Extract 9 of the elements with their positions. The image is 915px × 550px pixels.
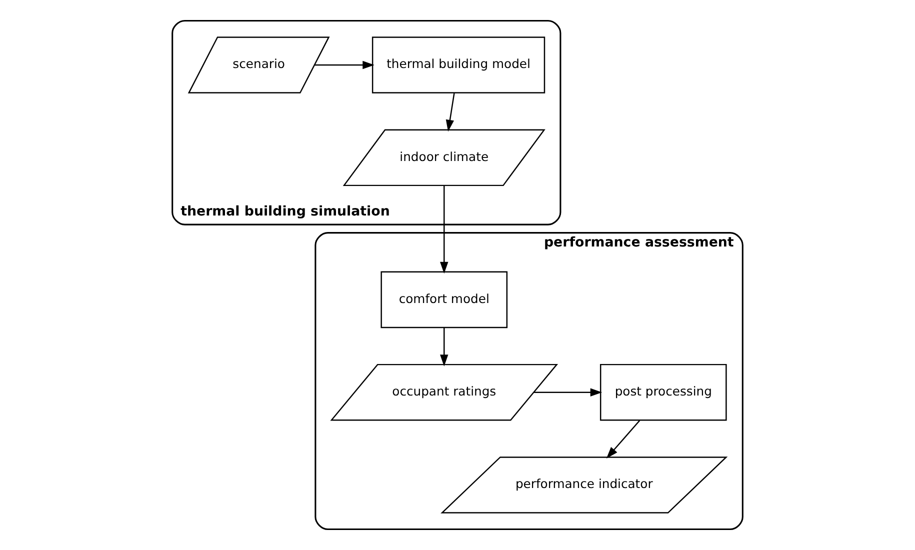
node-box: post processing — [600, 364, 727, 421]
arrow — [440, 186, 448, 274]
node-box: thermal building model — [372, 36, 546, 94]
arrow — [606, 420, 640, 459]
arrow — [314, 60, 374, 70]
node-box: comfort model — [380, 271, 508, 328]
arrow — [440, 328, 448, 366]
arrow — [446, 93, 455, 132]
arrow — [534, 388, 602, 396]
